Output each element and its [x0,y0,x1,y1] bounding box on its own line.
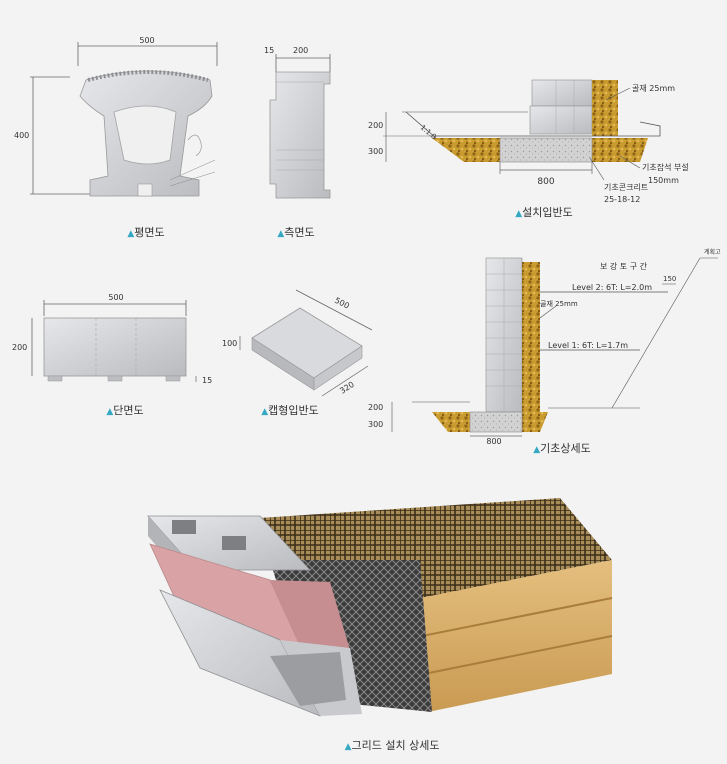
install-base-gravel-label: 기초잡석 부설 [642,162,689,172]
found-200-label: 200 [368,403,383,412]
install-caption: ▲설치입반도 [515,206,573,219]
plan-caption-text: 평면도 [134,226,164,239]
cap-100-label: 100 [222,339,237,348]
install-gravel-label: 골재 25mm [632,84,675,93]
install-300-label: 300 [368,147,383,156]
side-200-label: 200 [293,46,308,55]
section-block [43,317,187,377]
found-gravel-label: 골재 25mm [540,300,578,308]
cap-side [313,345,363,391]
install-concrete [499,137,593,163]
grid-caption: ▲그리드 설치 상세도 [345,739,440,752]
section-view: 500 200 15 [12,293,212,385]
side-block-shape [269,71,331,199]
install-concrete-spec: 25-18-12 [604,195,640,204]
cap-caption-text: 캡형입반도 [268,404,319,417]
foundation-caption-text: 기초상세도 [540,442,591,455]
sand-front [410,560,612,712]
install-200-label: 200 [368,121,383,130]
found-gravel-back [522,262,540,412]
plan-view: 500 400 [14,36,218,197]
found-level2-label: Level 2: 6T: L=2.0m [572,283,652,292]
foundation-view: 계획고 보 강 토 구 간 150 Level 2: 6T: L=2.0m 골재… [368,248,721,446]
section-caption: ▲단면도 [106,404,143,417]
install-base-gravel-mm: 150mm [648,176,679,185]
found-300-label: 300 [368,420,383,429]
cap-view: 500 100 320 [222,289,373,397]
section-height-label: 200 [12,343,27,352]
grid-install-render [147,498,613,717]
found-level1-label: Level 1: 6T: L=1.7m [548,341,628,350]
cap-500-label: 500 [333,296,351,311]
install-block-2 [529,105,593,135]
found-plan-height: 계획고 [704,248,721,256]
cap-caption: ▲캡형입반도 [261,404,319,417]
install-view: 1:1.0 200 300 800 골재 25mm 기초잡석 부설 150mm … [368,79,689,204]
section-width-label: 500 [108,293,123,302]
foundation-caption: ▲기초상세도 [533,442,591,455]
install-concrete-label: 기초콘크리트 [604,183,648,192]
side-caption-text: 측면도 [284,226,314,239]
found-800-label: 800 [486,437,501,446]
grid-caption-text: 그리드 설치 상세도 [351,739,439,752]
side-caption: ▲측면도 [277,226,314,239]
plan-caption: ▲평면도 [127,226,164,239]
plan-width-label: 500 [139,36,154,45]
install-gravel-back [592,80,618,136]
found-concrete [469,411,523,433]
install-caption-text: 설치입반도 [522,206,573,219]
found-reinforce-label: 보 강 토 구 간 [600,261,648,271]
install-block-1 [531,79,593,107]
section-caption-text: 단면도 [113,404,143,417]
section-15-label: 15 [202,376,212,385]
found-150-label: 150 [663,275,676,283]
side-view: 15 200 [264,46,331,199]
install-800-label: 800 [537,177,554,187]
cap-320-label: 320 [338,380,356,396]
plan-height-label: 400 [14,131,29,140]
install-excavation [430,121,661,137]
side-15-label: 15 [264,46,274,55]
